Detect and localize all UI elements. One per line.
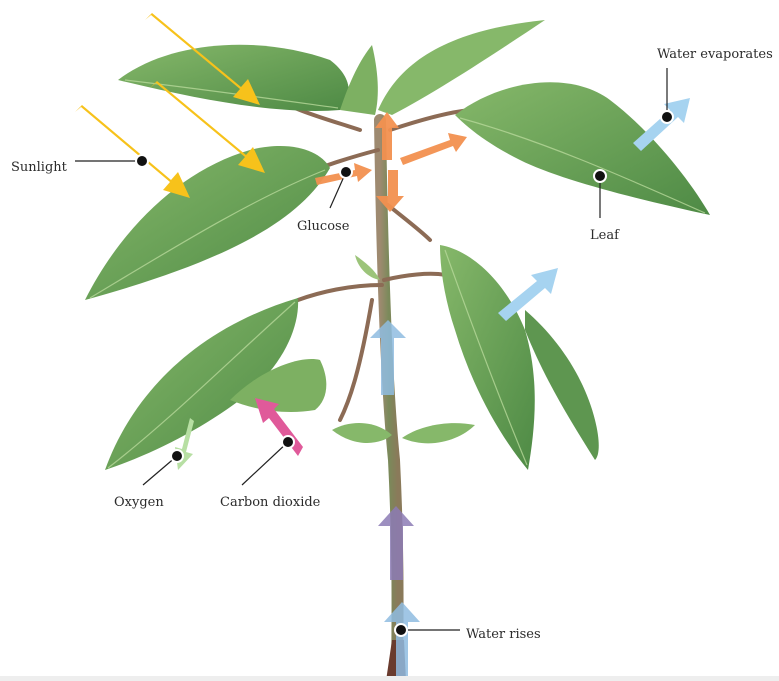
leaf-right-lower-2 [525,310,599,460]
sunlight-label: Sunlight [11,160,67,175]
leaf-right-main [455,82,710,215]
glucose-dot [340,166,352,178]
leaf-label: Leaf [590,228,619,243]
water-stem-arrow-upper [370,320,406,395]
oxygen-dot [171,450,183,462]
leaf-top-left [118,45,349,111]
carbon-dioxide-dot [282,436,294,448]
glucose-label: Glucose [297,219,349,234]
sunlight-arrow-3 [75,105,190,198]
water-rises-label: Water rises [466,627,541,642]
leaf-middle-left [332,423,392,443]
leaf-left-main [85,146,330,300]
sunlight-dot [136,155,148,167]
oxygen-label: Oxygen [114,495,164,510]
water-evaporates-label: Water evaporates [657,47,773,62]
water-rises-dot [395,624,407,636]
leaf-dot [594,170,606,182]
water-evaporate-arrow-1 [633,98,690,151]
carbon-dioxide-label: Carbon dioxide [220,495,320,510]
leaf-bud-1 [355,255,380,280]
stem-transport-arrow [378,506,414,580]
leaf-middle-right [402,423,475,443]
glucose-arrow-right [400,133,467,165]
bottom-divider [0,676,779,681]
water-evaporates-dot [661,111,673,123]
